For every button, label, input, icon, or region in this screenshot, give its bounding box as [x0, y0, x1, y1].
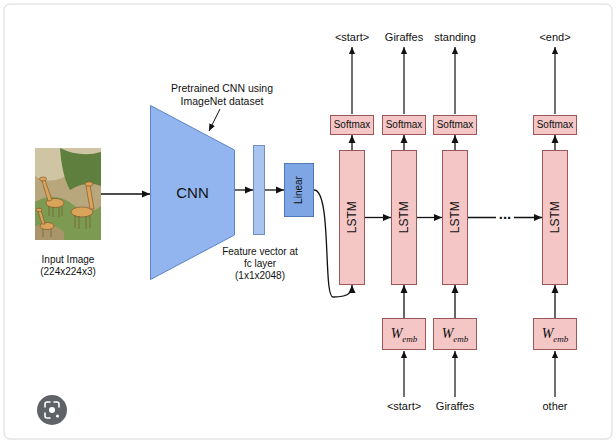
connector-arrow	[265, 189, 284, 190]
text-stack: CNN	[176, 184, 209, 202]
token-label: Giraffes	[436, 400, 474, 413]
connector-arrow	[554, 135, 555, 150]
token-label: standing	[434, 31, 476, 44]
connector-arrow	[403, 135, 404, 150]
node-label: CNN	[176, 184, 209, 202]
connector-arrow	[454, 285, 455, 318]
connector-arrow	[454, 135, 455, 150]
softmax-box: Softmax	[533, 115, 577, 135]
connector-arrow	[351, 135, 352, 150]
symbol-text: W	[542, 326, 554, 341]
lstm-cell: LSTM	[339, 150, 365, 285]
node-label: Softmax	[537, 119, 574, 131]
giraffe-photo	[35, 148, 101, 240]
connector-arrow	[554, 285, 555, 318]
node-label: LSTM	[548, 201, 562, 233]
symbol-text: W	[442, 326, 454, 341]
input-arrows	[404, 351, 555, 397]
token-label: other	[542, 400, 567, 413]
annotation-text: Pretrained CNN using ImageNet dataset	[160, 82, 284, 107]
connector-arrow	[417, 217, 442, 218]
lstm-cell: LSTM	[391, 150, 417, 285]
node-caption: Feature vector at fc layer (1x1x2048)	[218, 246, 302, 282]
subscript-text: emb	[553, 334, 568, 344]
edge-label: ...	[496, 205, 515, 223]
text-stack: Softmax	[437, 119, 474, 131]
embedding-box: Wemb	[382, 318, 426, 350]
text-row: Wemb	[391, 323, 418, 345]
symbol-text: W	[391, 326, 403, 341]
connector-arrow	[403, 285, 404, 318]
node-label: Softmax	[386, 119, 423, 131]
subscript-text: emb	[453, 334, 468, 344]
output-arrows	[352, 47, 555, 114]
node-label: Linear	[293, 176, 305, 204]
node-label: LSTM	[448, 201, 462, 233]
lstm-cell: LSTM	[442, 150, 468, 285]
input-image: Input Image (224x224x3)	[35, 148, 101, 240]
lens-icon	[37, 395, 67, 425]
node-label: Softmax	[334, 119, 371, 131]
text-stack: Softmax	[334, 119, 371, 131]
token-label: <start>	[335, 31, 369, 44]
caption-text: Input Image (224x224x3)	[20, 254, 116, 278]
text-row: Wemb	[442, 323, 469, 345]
token-label: Giraffes	[385, 31, 423, 44]
connector-arrow	[365, 217, 391, 218]
token-label: <start>	[387, 400, 421, 413]
softmax-box: Softmax	[433, 115, 477, 135]
cnn-shape	[151, 106, 235, 280]
lstm-cell: LSTM	[542, 150, 568, 285]
leader-arrow	[209, 109, 220, 131]
frame-border	[4, 4, 612, 439]
node-label: LSTM	[397, 201, 411, 233]
caption-text: Feature vector at fc layer (1x1x2048)	[218, 246, 302, 282]
node-label: Softmax	[437, 119, 474, 131]
token-label: <end>	[539, 31, 570, 44]
embedding-box: Wemb	[433, 318, 477, 350]
connector-arrow	[235, 189, 253, 190]
softmax-box: Softmax	[382, 115, 426, 135]
text-stack: Softmax	[537, 119, 574, 131]
embedding-box: Wemb	[533, 318, 577, 350]
connector-arrow	[101, 193, 150, 194]
linear-layer: Linear	[284, 163, 314, 217]
softmax-box: Softmax	[330, 115, 374, 135]
text-row: Wemb	[542, 323, 569, 345]
subscript-text: emb	[402, 334, 417, 344]
feature-vector: Feature vector at fc layer (1x1x2048)	[253, 145, 265, 235]
text-stack: Softmax	[386, 119, 423, 131]
node-label: LSTM	[345, 201, 359, 233]
node-caption: Input Image (224x224x3)	[20, 254, 116, 278]
